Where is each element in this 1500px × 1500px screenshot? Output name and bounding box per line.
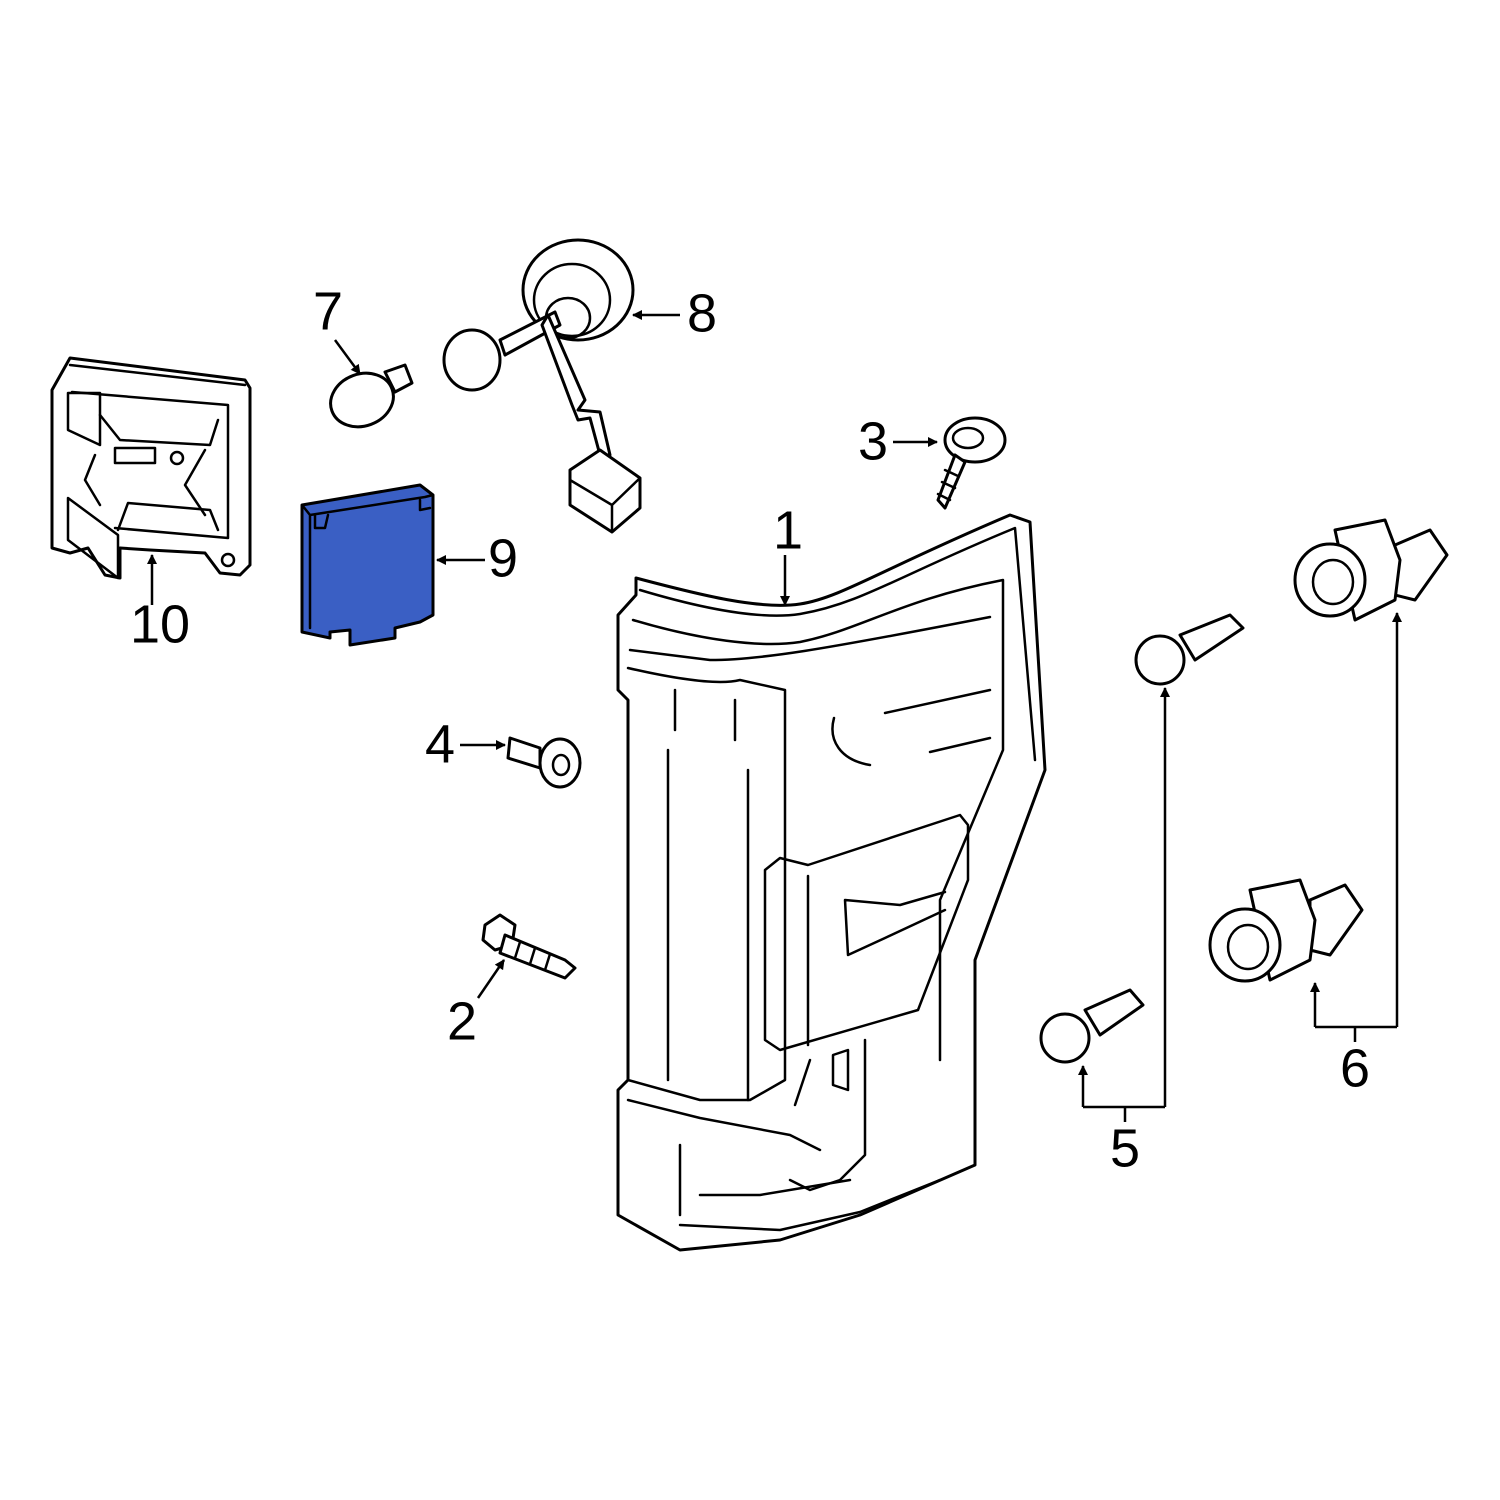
callout-10[interactable]: 10 (130, 594, 190, 654)
part-9-control-module[interactable] (300, 483, 435, 647)
part-10-bracket[interactable] (50, 356, 252, 580)
part-5-bulb-lower[interactable] (1039, 988, 1145, 1064)
callout-2[interactable]: 2 (447, 991, 477, 1051)
callout-4[interactable]: 4 (425, 714, 455, 774)
part-6-socket-upper[interactable] (1293, 518, 1449, 622)
part-6-socket-lower[interactable] (1208, 878, 1364, 983)
part-4-pin[interactable] (506, 736, 582, 789)
part-5-bulb-upper[interactable] (1134, 613, 1245, 686)
part-3-screw[interactable] (936, 416, 1007, 510)
part-2-bolt[interactable] (481, 913, 577, 980)
part-8-socket-harness[interactable] (442, 238, 642, 534)
part-1-tail-lamp[interactable] (616, 513, 1047, 1252)
callout-9[interactable]: 9 (488, 528, 518, 588)
callout-leaders (147, 310, 1402, 1122)
callout-6[interactable]: 6 (1340, 1038, 1370, 1098)
callout-1[interactable]: 1 (773, 500, 803, 560)
callout-5[interactable]: 5 (1110, 1118, 1140, 1178)
callout-8[interactable]: 8 (687, 283, 717, 343)
part-7-bulb[interactable] (323, 363, 414, 436)
callout-3[interactable]: 3 (858, 411, 888, 471)
callout-7[interactable]: 7 (313, 281, 343, 341)
